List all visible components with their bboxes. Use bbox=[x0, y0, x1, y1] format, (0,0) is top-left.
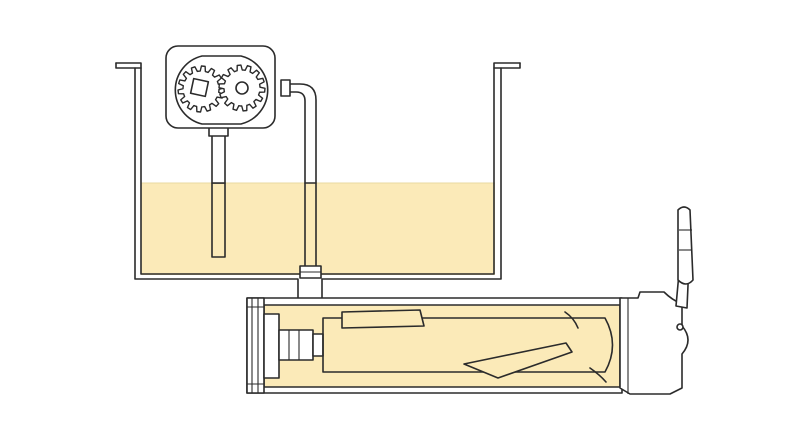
pressure-pipe-lower bbox=[304, 182, 317, 270]
reservoir-tank bbox=[115, 62, 521, 301]
pressure-pipe-bend bbox=[288, 83, 317, 184]
cylinder-left-cap bbox=[246, 297, 265, 394]
cylinder-inlet-block bbox=[263, 313, 280, 379]
reservoir-inner-floor bbox=[140, 67, 306, 275]
spring-lower bbox=[589, 367, 607, 383]
pressure-pipe-bend-inner bbox=[288, 91, 306, 184]
reservoir-inner-floor-right bbox=[315, 67, 495, 275]
pressure-pipe-port bbox=[280, 79, 291, 97]
gear-pump-icon bbox=[165, 45, 276, 129]
lever-pivot bbox=[676, 323, 684, 331]
lever-handle-icon bbox=[619, 206, 694, 395]
lever-housing bbox=[619, 291, 689, 395]
hydraulic-cylinder bbox=[246, 297, 623, 394]
valve-plate bbox=[341, 309, 425, 329]
reservoir-inner-wall-right bbox=[500, 62, 521, 69]
reservoir-oil bbox=[141, 183, 495, 275]
suction-pipe-lower bbox=[211, 182, 226, 258]
piston-rod bbox=[278, 329, 314, 361]
ramp-element bbox=[463, 342, 573, 379]
suction-pipe-upper bbox=[211, 133, 226, 184]
gear-pump-housing bbox=[174, 55, 269, 125]
pressure-pipe bbox=[280, 79, 322, 279]
lever-grip bbox=[677, 206, 694, 285]
spring-tip bbox=[564, 311, 579, 329]
suction-pipe bbox=[208, 126, 229, 258]
piston-rod-collar bbox=[312, 333, 324, 357]
cylinder-inner-tube bbox=[322, 317, 614, 373]
reservoir-inner-wall bbox=[115, 62, 136, 69]
drive-shaft-square bbox=[189, 77, 210, 98]
driven-gear-hub bbox=[235, 81, 249, 95]
